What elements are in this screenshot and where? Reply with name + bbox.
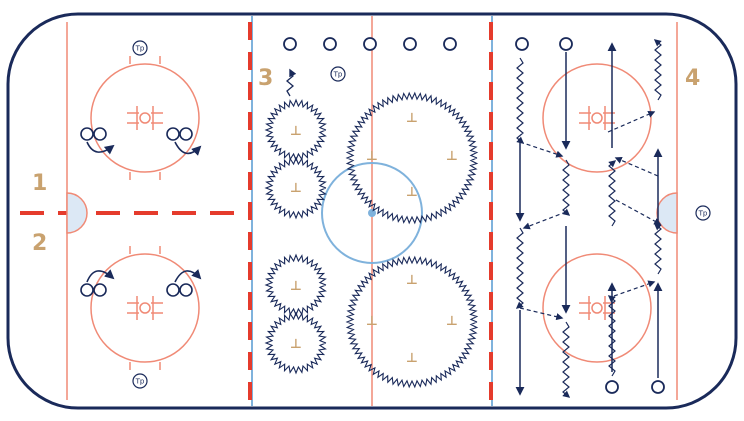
svg-text:⊥: ⊥ (406, 351, 418, 366)
zone4-wavy-skates (515, 39, 662, 398)
zone-label-3: 3 (258, 66, 273, 91)
svg-text:⊥: ⊥ (366, 149, 378, 164)
faceoff-circle-top-left (90, 56, 200, 180)
zone-label-2: 2 (32, 231, 47, 256)
tp-marker-top-left: Tp (132, 40, 148, 56)
zone3-entry-skate (285, 68, 297, 97)
skating-circle-large-top (345, 91, 479, 225)
wavy-skate-7 (653, 39, 662, 101)
svg-text:⊥: ⊥ (446, 314, 458, 329)
wavy-skate-6 (607, 295, 616, 377)
wavy-skate-3 (562, 159, 571, 216)
center-circle (321, 162, 423, 264)
faceoff-circle-top-right (542, 63, 652, 173)
svg-text:⊥: ⊥ (290, 124, 302, 139)
svg-text:Tp: Tp (135, 45, 145, 53)
zone3-tee-markers: ⊥ ⊥ ⊥ ⊥ ⊥ ⊥ ⊥ ⊥ ⊥ ⊥ ⊥ ⊥ (290, 111, 458, 366)
svg-text:⊥: ⊥ (366, 314, 378, 329)
zone3-player-row (283, 37, 457, 51)
right-crease (656, 192, 678, 234)
svg-text:⊥: ⊥ (406, 273, 418, 288)
tp-marker-right: Tp (695, 205, 711, 221)
zone-label-1: 1 (32, 171, 47, 196)
svg-text:Tp: Tp (698, 210, 708, 218)
svg-text:⊥: ⊥ (290, 279, 302, 294)
zone1-players-right (166, 127, 202, 156)
zone2-players-right (166, 269, 202, 297)
skating-circle-large-bottom (345, 255, 479, 389)
tp-marker-bottom-left: Tp (132, 373, 148, 389)
svg-text:⊥: ⊥ (290, 181, 302, 196)
zone3-skating-circles (264, 91, 479, 389)
skating-circle-small-1 (264, 98, 327, 162)
svg-text:⊥: ⊥ (446, 149, 458, 164)
zone-label-4: 4 (685, 66, 700, 91)
faceoff-circle-bottom-right (542, 253, 652, 363)
svg-text:⊥: ⊥ (290, 337, 302, 352)
svg-text:⊥: ⊥ (406, 185, 418, 200)
wavy-skate-8 (653, 223, 662, 275)
faceoff-circle-bottom-left (90, 246, 200, 370)
skating-circle-small-3 (264, 253, 327, 317)
zone4-players (515, 37, 665, 394)
skating-circle-small-2 (264, 156, 327, 220)
center-dot (368, 209, 376, 217)
wavy-skate-5 (608, 160, 617, 227)
left-crease (66, 192, 88, 234)
wavy-skate-4 (562, 321, 571, 398)
svg-text:Tp: Tp (135, 378, 145, 386)
zone1-players-left (80, 127, 115, 155)
svg-text:⊥: ⊥ (406, 111, 418, 126)
tp-marker-zone3: Tp (330, 66, 346, 82)
wavy-skate-1 (516, 57, 525, 144)
zone4-passes (519, 110, 662, 321)
wavy-skate-2 (515, 227, 524, 309)
zone2-players-left (80, 269, 115, 297)
skating-circle-small-4 (264, 311, 327, 375)
svg-text:Tp: Tp (333, 71, 343, 79)
